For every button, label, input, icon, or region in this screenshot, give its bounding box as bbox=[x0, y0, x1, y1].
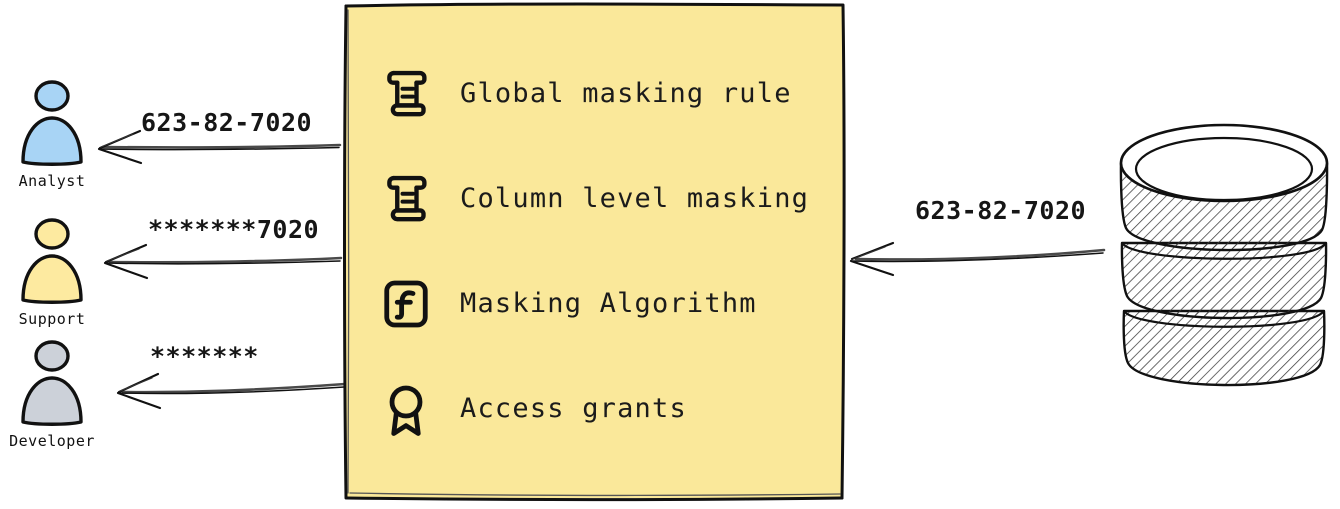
masking-policy-panel bbox=[345, 5, 843, 498]
scroll-icon bbox=[387, 175, 427, 221]
arrow-label-support: *******7020 bbox=[148, 215, 320, 244]
scroll-icon bbox=[387, 70, 427, 116]
panel-item-access-grants[interactable]: Access grants bbox=[345, 356, 843, 461]
actor-support[interactable]: Support bbox=[0, 216, 106, 328]
panel-item-column-level-masking[interactable]: Column level masking bbox=[345, 146, 843, 251]
arrow-to-support bbox=[103, 243, 343, 280]
actor-label: Analyst bbox=[18, 172, 86, 190]
arrow-label-developer: ******* bbox=[150, 342, 259, 371]
actor-label: Support bbox=[18, 310, 86, 328]
actor-developer[interactable]: Developer bbox=[0, 338, 106, 450]
function-box-icon bbox=[384, 280, 428, 327]
actor-analyst[interactable]: Analyst bbox=[0, 78, 106, 190]
panel-item-label: Masking Algorithm bbox=[460, 288, 757, 319]
panel-item-label: Column level masking bbox=[460, 183, 810, 214]
person-icon bbox=[21, 80, 83, 166]
arrow-database-to-panel bbox=[849, 241, 1106, 277]
arrow-label-analyst: 623-82-7020 bbox=[141, 108, 313, 137]
panel-item-label: Global masking rule bbox=[460, 78, 792, 109]
database-cylinder-icon bbox=[1119, 123, 1329, 387]
award-ribbon-icon bbox=[389, 385, 423, 436]
masking-policy-list: Global masking rule Column level masking… bbox=[345, 5, 843, 498]
actor-label: Developer bbox=[9, 432, 95, 450]
person-icon bbox=[21, 218, 83, 304]
arrow-to-developer bbox=[116, 372, 347, 410]
arrow-to-analyst bbox=[97, 129, 342, 165]
panel-item-label: Access grants bbox=[460, 393, 687, 424]
person-icon bbox=[21, 340, 83, 426]
panel-item-masking-algorithm[interactable]: Masking Algorithm bbox=[345, 251, 843, 356]
arrow-label-database: 623-82-7020 bbox=[915, 196, 1087, 225]
panel-item-global-masking-rule[interactable]: Global masking rule bbox=[345, 41, 843, 146]
